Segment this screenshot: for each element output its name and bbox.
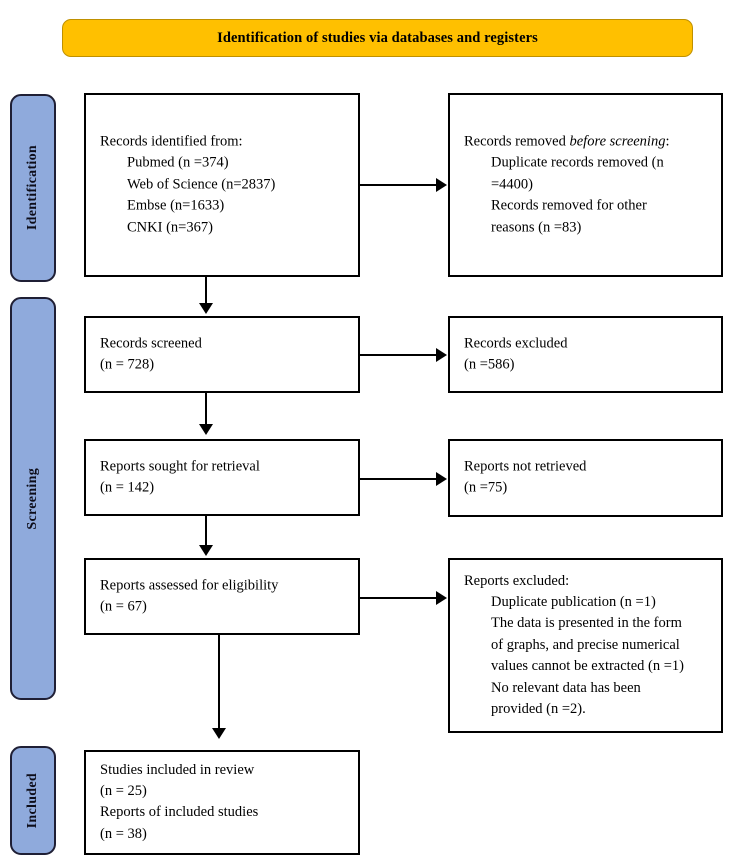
connector-identified-to-screened-line: [205, 277, 207, 307]
phase-label-included: Included: [10, 746, 56, 855]
reports-excluded-reason-2-line3: values cannot be extracted (n =1): [491, 658, 684, 675]
studies-included-label: Studies included in review: [100, 761, 255, 778]
connector-identified-to-removed-arrow-icon: [436, 178, 447, 192]
studies-included-count: (n = 25): [100, 783, 147, 800]
records-excluded-label: Records excluded: [464, 335, 568, 352]
connector-sought-to-assessed-line: [205, 516, 207, 548]
records-identified-source-embse: Embse (n=1633): [127, 197, 225, 214]
connector-screened-to-sought-arrow-icon: [199, 424, 213, 435]
records-removed-heading-pre: Records removed: [464, 133, 570, 150]
node-records-excluded: Records excluded (n =586): [448, 316, 723, 393]
connector-identified-to-screened-arrow-icon: [199, 303, 213, 314]
node-records-screened: Records screened (n = 728): [84, 316, 360, 393]
records-identified-source-pubmed: Pubmed (n =374): [127, 154, 229, 171]
reports-assessed-count: (n = 67): [100, 598, 147, 615]
records-identified-source-web-of-science: Web of Science (n=2837): [127, 176, 276, 193]
reports-included-label: Reports of included studies: [100, 804, 259, 821]
connector-identified-to-removed-line: [360, 184, 438, 186]
node-studies-included: Studies included in review (n = 25) Repo…: [84, 750, 360, 855]
node-reports-assessed: Reports assessed for eligibility (n = 67…: [84, 558, 360, 635]
reports-excluded-reason-1: Duplicate publication (n =1): [491, 593, 656, 610]
connector-assessed-to-reportsexcluded-line: [360, 597, 438, 599]
connector-screened-to-sought-line: [205, 393, 207, 426]
banner-title: Identification of studies via databases …: [217, 29, 538, 46]
records-removed-other-line1: Records removed for other: [491, 197, 647, 214]
node-records-identified: Records identified from: Pubmed (n =374)…: [84, 93, 360, 277]
reports-included-count: (n = 38): [100, 825, 147, 842]
node-records-removed: Records removed before screening: Duplic…: [448, 93, 723, 277]
node-reports-sought: Reports sought for retrieval (n = 142): [84, 439, 360, 516]
records-removed-other-line2: reasons (n =83): [491, 219, 582, 236]
reports-sought-count: (n = 142): [100, 479, 155, 496]
records-identified-heading: Records identified from:: [100, 133, 243, 150]
connector-screened-to-excluded-arrow-icon: [436, 348, 447, 362]
phase-label-included-text: Included: [25, 772, 40, 829]
records-screened-count: (n = 728): [100, 356, 155, 373]
reports-not-retrieved-label: Reports not retrieved: [464, 458, 587, 475]
records-screened-label: Records screened: [100, 335, 202, 352]
node-reports-excluded: Reports excluded: Duplicate publication …: [448, 558, 723, 733]
phase-label-screening: Screening: [10, 297, 56, 700]
connector-assessed-to-included-line: [218, 635, 220, 730]
connector-sought-to-notretrieved-arrow-icon: [436, 472, 447, 486]
records-removed-heading-italic: before screening: [569, 133, 666, 150]
connector-assessed-to-reportsexcluded-arrow-icon: [436, 591, 447, 605]
connector-sought-to-notretrieved-line: [360, 478, 438, 480]
reports-excluded-reason-3-line2: provided (n =2).: [491, 701, 586, 718]
reports-excluded-reason-2-line2: of graphs, and precise numerical: [491, 636, 680, 653]
records-removed-heading-post: :: [665, 133, 670, 150]
reports-assessed-label: Reports assessed for eligibility: [100, 577, 279, 594]
reports-excluded-reason-2-line1: The data is presented in the form: [491, 615, 682, 632]
reports-not-retrieved-count: (n =75): [464, 480, 508, 496]
reports-excluded-reason-3-line1: No relevant data has been: [491, 679, 641, 696]
reports-sought-label: Reports sought for retrieval: [100, 458, 260, 475]
phase-label-identification: Identification: [10, 94, 56, 282]
records-removed-heading: Records removed before screening:: [464, 131, 711, 152]
connector-assessed-to-included-arrow-icon: [212, 728, 226, 739]
connector-sought-to-assessed-arrow-icon: [199, 545, 213, 556]
phase-label-identification-text: Identification: [25, 145, 40, 231]
records-removed-duplicates-line1: Duplicate records removed (n: [491, 154, 664, 171]
diagram-header-banner: Identification of studies via databases …: [62, 19, 693, 57]
phase-label-screening-text: Screening: [25, 467, 40, 530]
records-removed-duplicates-line2: =4400): [491, 176, 534, 193]
connector-screened-to-excluded-line: [360, 354, 438, 356]
node-reports-not-retrieved: Reports not retrieved (n =75): [448, 439, 723, 517]
records-excluded-count: (n =586): [464, 356, 515, 373]
reports-excluded-heading: Reports excluded:: [464, 572, 570, 589]
records-identified-source-cnki: CNKI (n=367): [127, 219, 213, 236]
